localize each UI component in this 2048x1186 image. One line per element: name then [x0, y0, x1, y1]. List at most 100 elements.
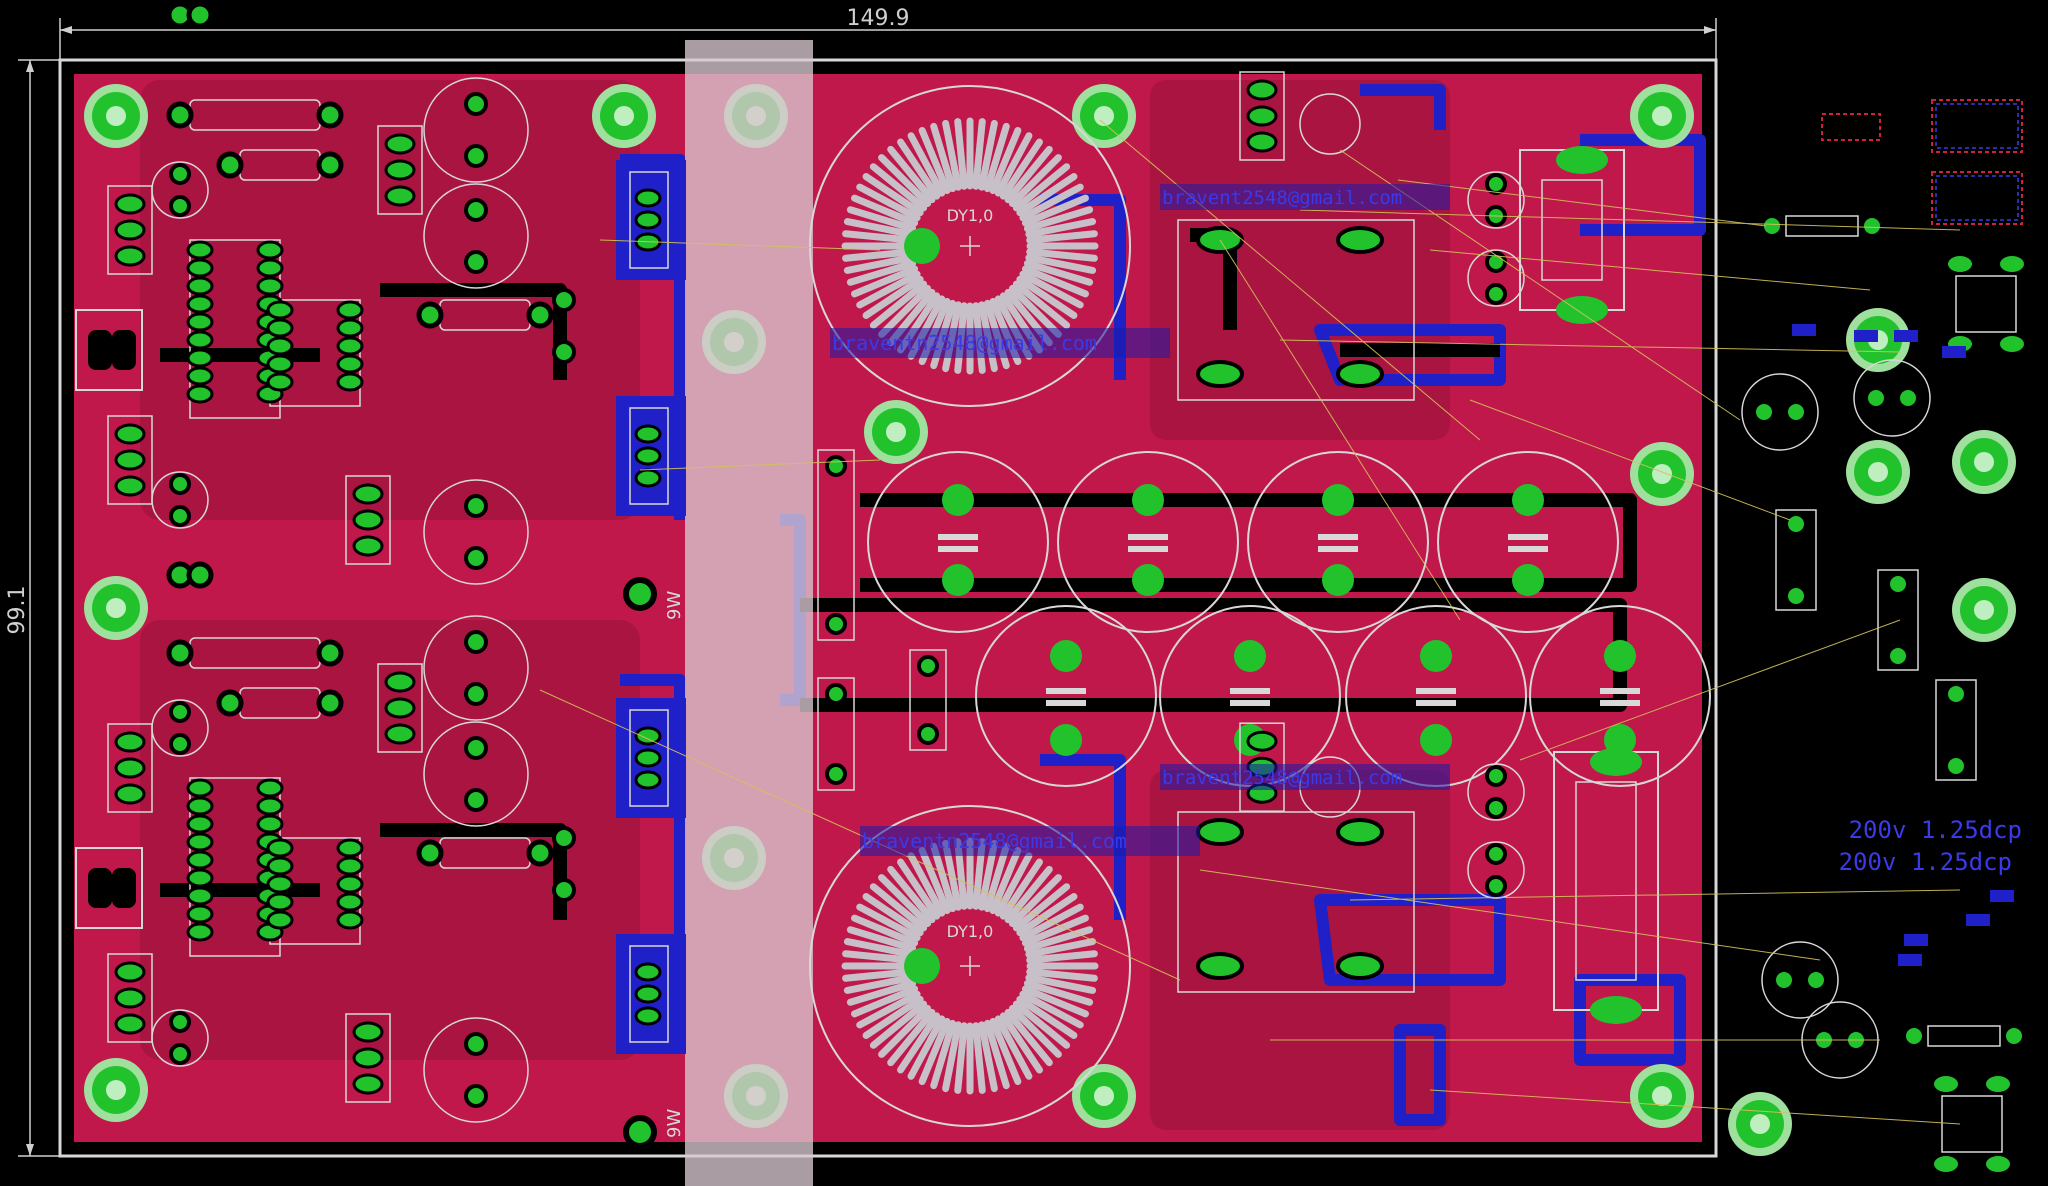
smd-pad: [1904, 934, 1928, 946]
power-transistor-lead: [634, 726, 662, 746]
mounting-hole-center: [1868, 462, 1888, 482]
ic-pad: [186, 922, 214, 942]
cap-pad: [1485, 283, 1507, 305]
toroid-winding: [907, 132, 946, 197]
resistor-pad: [316, 689, 344, 717]
toroid-winding: [1025, 974, 1097, 994]
toroid-winding: [851, 914, 919, 947]
toroid-winding: [846, 206, 917, 233]
toroid-winding: [842, 950, 914, 964]
loose-cap-outline: [1741, 373, 1819, 451]
airwire: [1519, 619, 1901, 761]
fuse-body: [1575, 781, 1637, 981]
ic-pad: [266, 336, 294, 356]
relay-pad: [1336, 360, 1384, 388]
transistor-outline: [345, 1013, 391, 1103]
power-transistor-lead: [634, 446, 662, 466]
toroid-winding: [999, 1012, 1043, 1074]
filter-cap-pad: [1420, 640, 1452, 672]
power-transistor-lead: [634, 1006, 662, 1026]
cap-pad: [169, 1011, 191, 1033]
filter-cap-symbol: [938, 546, 978, 552]
heatsink-overlay[interactable]: [685, 40, 813, 1186]
loose-cap-pad: [1788, 588, 1804, 604]
toroid-winding: [989, 1017, 1022, 1085]
loose-resistor: [1927, 1025, 2001, 1047]
smd-pad: [1792, 324, 1816, 336]
input-connector-pad: [112, 330, 136, 370]
transistor-outline: [107, 185, 153, 275]
toroid-winding: [918, 1017, 951, 1085]
cap-pad: [169, 733, 191, 755]
filter-cap-symbol: [1508, 546, 1548, 552]
ic-pad: [186, 330, 214, 350]
film-cap-pad: [825, 763, 847, 785]
filter-cap-symbol: [1318, 546, 1358, 552]
keepout-markers: [1821, 99, 2023, 225]
offboard-components[interactable]: [1741, 215, 2024, 1172]
filter-cap-pad: [1132, 484, 1164, 516]
transistor-outline: [107, 953, 153, 1043]
toroid-winding: [862, 275, 924, 319]
toroid-winding: [851, 265, 919, 298]
toroid-outline: [809, 85, 1131, 407]
transistor-pad: [114, 961, 146, 983]
fuse-pad: [1590, 748, 1642, 776]
toroid-winding: [1019, 270, 1084, 309]
cap-pad: [169, 505, 191, 527]
ic-pad: [186, 886, 214, 906]
loose-resistor-pad: [1764, 218, 1780, 234]
loose-cap-outline: [1761, 941, 1839, 1019]
toroid-winding: [842, 230, 914, 244]
electrolytic-pad: [464, 546, 488, 570]
filter-cap-pad: [1322, 564, 1354, 596]
via: [552, 826, 576, 850]
ic-pad: [336, 372, 364, 392]
toroid-winding: [978, 119, 998, 191]
toroid-winding: [983, 842, 1010, 913]
toroid-winding: [994, 1015, 1033, 1080]
relay-pad: [1196, 818, 1244, 846]
toroid-winding: [1023, 206, 1094, 233]
transistor-pad: [114, 449, 146, 471]
toroid-winding: [1025, 938, 1097, 958]
airwire: [1429, 249, 1871, 291]
toroid-winding: [972, 1022, 986, 1094]
silk-toroid-1: DY1,0: [947, 206, 994, 225]
cap-pad: [169, 1043, 191, 1065]
airwire: [1397, 179, 1767, 227]
filter-cap-pad: [1050, 724, 1082, 756]
filter-cap-pad: [1420, 724, 1452, 756]
resistor-pad: [416, 301, 444, 329]
power-transistor-lead: [634, 468, 662, 488]
resistor-pad: [186, 561, 214, 589]
transistor-pad: [114, 193, 146, 215]
transistor-pad: [352, 483, 384, 505]
copper-pour-regions: [140, 80, 1450, 1130]
loose-cap-pad: [1756, 404, 1772, 420]
loose-bridge-pad: [1986, 1156, 2010, 1172]
film-cap-outline: [909, 649, 947, 751]
filter-cap-symbol: [1046, 700, 1086, 706]
filter-cap-pad: [942, 564, 974, 596]
toroid-winding: [1021, 194, 1089, 227]
toroid-winding: [869, 163, 928, 212]
filter-cap-outline: [1247, 451, 1429, 633]
toroid-winding: [856, 903, 921, 942]
filter-cap-symbol: [938, 534, 978, 540]
power-transistor-lead: [634, 188, 662, 208]
toroid-winding: [1016, 275, 1078, 319]
power-transistor-outline: [629, 709, 669, 807]
power-transistor-lead: [634, 748, 662, 768]
ic-pad: [256, 276, 284, 296]
power-transistor-lead: [634, 210, 662, 230]
ic-pad: [336, 856, 364, 876]
transistor-pad: [114, 475, 146, 497]
input-connector-pad: [88, 868, 112, 908]
toroid-winding: [846, 926, 917, 953]
power-transistor-outline: [629, 171, 669, 269]
silk-heatsink-label-2: 9W: [664, 1109, 685, 1138]
resistor-pad: [526, 839, 554, 867]
toroid-winding: [999, 858, 1043, 920]
